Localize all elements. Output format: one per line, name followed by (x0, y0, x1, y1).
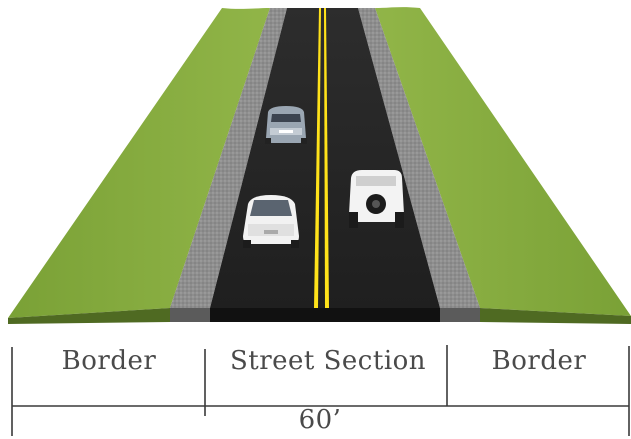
label-border-left: Border (44, 346, 174, 376)
car-jeep (349, 170, 404, 228)
label-border-right: Border (474, 346, 604, 376)
car-sedan-far (265, 106, 307, 144)
label-total-width: 60’ (270, 405, 370, 435)
car-sedan-near (243, 195, 299, 248)
label-street-section: Street Section (213, 346, 443, 376)
